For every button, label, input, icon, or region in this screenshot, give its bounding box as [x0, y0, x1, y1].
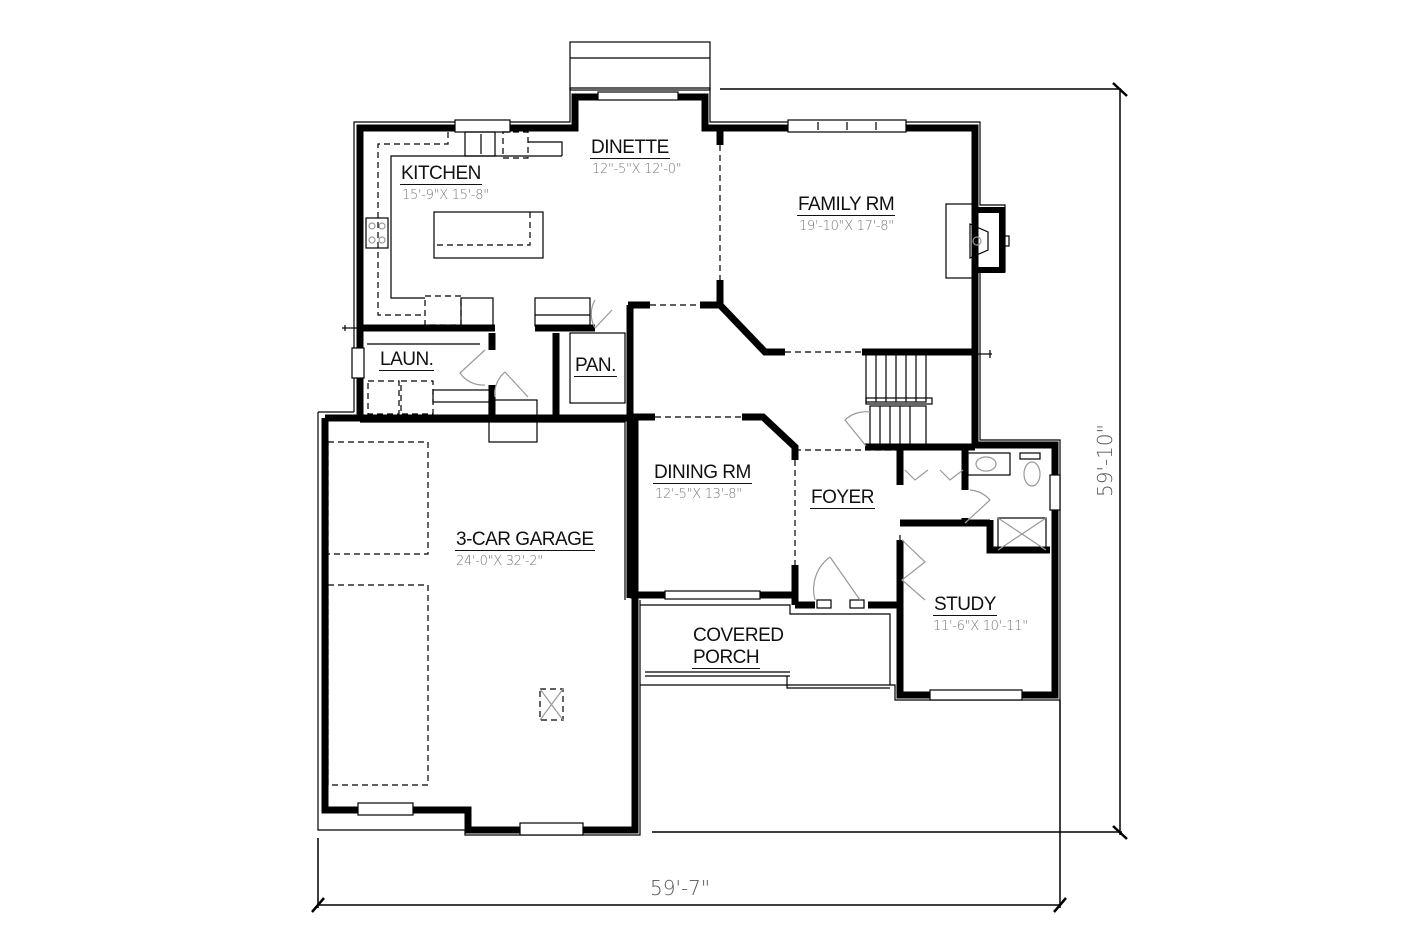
garage-size: 24'-0"X 32'-2"	[456, 554, 543, 569]
dining-room-size: 12'-5"X 13'-8"	[655, 487, 742, 502]
laundry-fixtures	[367, 343, 538, 443]
dinette-size: 12"-5"X 12'-0"	[592, 162, 682, 177]
study-label: STUDY	[933, 594, 997, 616]
bay-roof	[569, 41, 711, 91]
pantry-shelf	[569, 332, 626, 404]
kitchen-label: KITCHEN	[400, 163, 482, 185]
overall-depth-dimension: 59'-10"	[1093, 424, 1117, 497]
laundry-label: LAUN.	[379, 349, 435, 371]
bath-fixtures	[967, 452, 1047, 551]
staircase	[865, 351, 933, 447]
garage-label: 3-CAR GARAGE	[455, 529, 595, 551]
door-swings	[459, 299, 991, 601]
windows	[351, 91, 1061, 836]
porch-details	[640, 604, 891, 689]
family-room-size: 19'-10"X 17'-8"	[799, 219, 894, 234]
study-size: 11'-6"X 10'-11"	[933, 619, 1028, 634]
hose-bibs	[342, 325, 992, 358]
dimension-lines	[311, 82, 1128, 913]
pantry-label: PAN.	[574, 355, 617, 377]
porch-label-line1: COVERED	[693, 625, 784, 646]
dining-room-label: DINING RM	[653, 462, 752, 484]
family-room-label: FAMILY RM	[797, 194, 896, 216]
kitchen-size: 15'-9"X 15'-8"	[402, 188, 489, 203]
dinette-label: DINETTE	[590, 137, 670, 159]
fireplace	[945, 203, 1010, 279]
overall-width-dimension: 59'-7"	[650, 876, 711, 900]
kitchen-cabinets	[365, 131, 591, 327]
porch-label-line2: PORCH	[692, 647, 761, 669]
garage-details	[327, 421, 626, 786]
foyer-label: FOYER	[810, 487, 875, 509]
dashed-openings	[650, 145, 901, 595]
